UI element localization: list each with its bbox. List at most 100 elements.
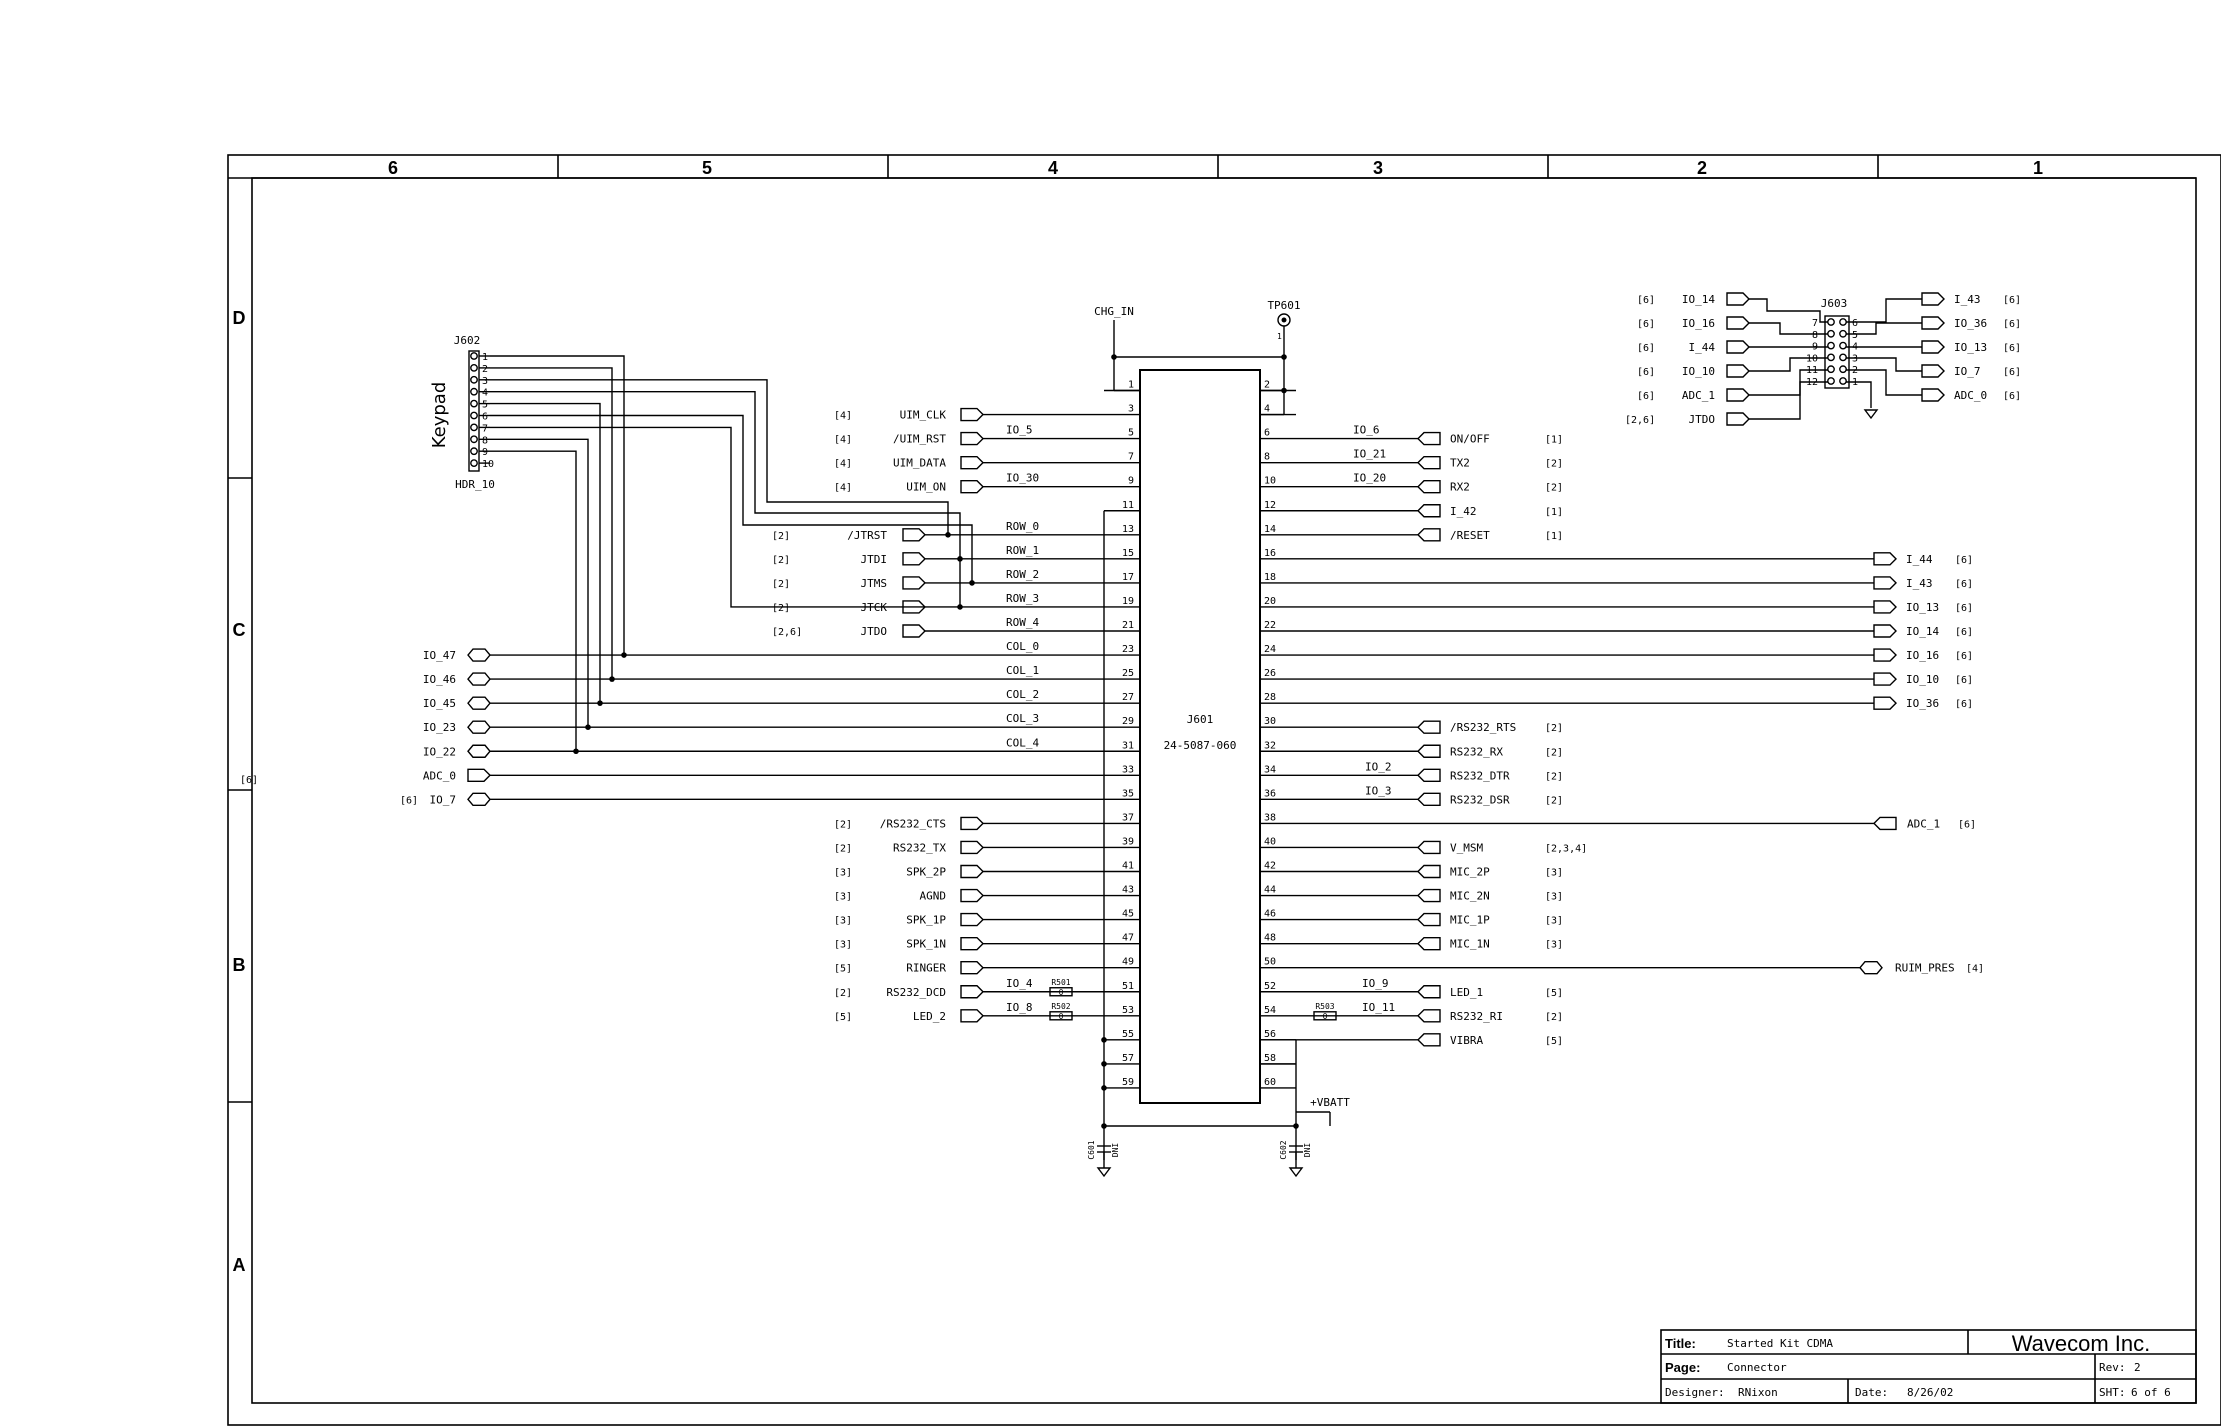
keypad-col-wire	[490, 438, 589, 728]
j601-pin-number: 4	[1264, 404, 1270, 415]
port-name: /UIM_RST	[893, 433, 946, 446]
sheet-ref: [3]	[834, 940, 852, 951]
j601-pin-number: 60	[1264, 1077, 1276, 1088]
j603-wire	[1846, 322, 1922, 335]
net-labels: UIM_CLK[4]/UIM_RST[4]IO_5UIM_DATA[4]UIM_…	[400, 293, 2021, 1160]
net-label: COL_0	[1006, 640, 1039, 653]
jtag-port-jtck	[902, 600, 926, 614]
sheet-ref: [6]	[1637, 343, 1655, 354]
j601-pin-number: 10	[1264, 476, 1276, 487]
sheet-ref: [2]	[1545, 771, 1563, 782]
sheet-ref: [1]	[1545, 531, 1563, 542]
port-name: RX2	[1450, 481, 1470, 494]
j601-pin-number: 53	[1122, 1005, 1134, 1016]
zone-label: B	[233, 955, 246, 975]
port-name: I_43	[1906, 577, 1933, 590]
junction-dot	[585, 724, 591, 730]
sheet-ref: [6]	[1637, 367, 1655, 378]
j601-pin-number: 52	[1264, 981, 1276, 992]
j603-pin-number: 3	[1852, 353, 1858, 364]
j601-pin-number: 24	[1264, 644, 1276, 655]
j601-pin-number: 56	[1264, 1029, 1276, 1040]
j601-pin-number: 23	[1122, 644, 1134, 655]
j601-ref: J601	[1187, 713, 1214, 726]
port-name: MIC_1P	[1450, 914, 1490, 927]
sheet-ref: [6]	[1637, 295, 1655, 306]
j602-ref: J602	[454, 334, 481, 347]
net-label: IO_5	[1006, 424, 1033, 437]
zone-labels-side: D C B A	[233, 308, 246, 1275]
cap-value: DNI	[1303, 1143, 1312, 1158]
left-port-/rs232_cts	[960, 816, 984, 831]
port-name: /RS232_RTS	[1450, 721, 1516, 734]
right-port	[1417, 455, 1441, 470]
port-name: /RESET	[1450, 529, 1490, 542]
keypad-port-io_46	[467, 672, 491, 686]
j601-pin-number: 28	[1264, 692, 1276, 703]
date-value: 8/26/02	[1907, 1386, 1953, 1399]
date-label: Date:	[1855, 1386, 1888, 1399]
right-port	[1417, 744, 1441, 758]
port-name: /JTRST	[847, 529, 887, 542]
port-name: RS232_RX	[1450, 745, 1503, 758]
junction-dot	[969, 580, 975, 586]
j603-pin	[1839, 329, 1847, 338]
j603-pin-number: 4	[1852, 342, 1858, 353]
sheet-ref: [2]	[772, 603, 790, 614]
j601-pin-number: 34	[1264, 764, 1276, 775]
j603-pin	[1827, 318, 1835, 326]
left-port-/uim_rst	[960, 431, 984, 446]
keypad-row-wire	[490, 414, 973, 583]
port-name: ADC_1	[1907, 817, 1940, 830]
port-name: ADC_0	[423, 769, 456, 782]
left-port-uim_on	[960, 480, 984, 494]
junction-dot	[1101, 1037, 1107, 1043]
j601-pin-number: 21	[1122, 620, 1134, 631]
port-name: MIC_2P	[1450, 866, 1490, 879]
keypad-col-wire	[490, 450, 577, 752]
port-name: TX2	[1450, 457, 1470, 470]
j603-pin	[1839, 377, 1847, 385]
j603-wire	[1749, 322, 1828, 335]
port-name: UIM_ON	[906, 481, 946, 494]
tp601-pin: 1	[1277, 332, 1282, 341]
port-name: /RS232_CTS	[880, 817, 946, 830]
right-port	[1417, 431, 1441, 446]
zone-label: 1	[2033, 158, 2043, 178]
port-name: IO_14	[1682, 293, 1715, 306]
sheet-ref: [5]	[834, 1012, 852, 1023]
sheet-ref: [6]	[2003, 295, 2021, 306]
right-port	[1417, 480, 1441, 494]
j601-pin-number: 37	[1122, 812, 1134, 823]
left-port-rs232_tx	[960, 840, 984, 855]
junction-dot	[609, 676, 615, 682]
sheet-ref: [4]	[834, 411, 852, 422]
j602-part: HDR_10	[455, 478, 495, 491]
right-port	[1417, 864, 1441, 879]
j602-pin	[470, 363, 478, 372]
net-label: IO_2	[1365, 760, 1392, 773]
cap-value: DNI	[1111, 1143, 1120, 1158]
j601-pin-number: 55	[1122, 1029, 1134, 1040]
j601-pin-number: 40	[1264, 836, 1276, 847]
j603-pin-number: 8	[1812, 330, 1818, 341]
sheet-ref: [3]	[1545, 940, 1563, 951]
sheet-frame	[227, 154, 2221, 1426]
j601-part: 24-5087-060	[1164, 739, 1237, 752]
ports	[467, 292, 1945, 1047]
j603-wire	[1749, 357, 1828, 372]
left-port-spk_1n	[960, 936, 984, 951]
j601-pin-number: 26	[1264, 668, 1276, 679]
port-name: IO_16	[1682, 317, 1715, 330]
port-name: RS232_RI	[1450, 1010, 1503, 1023]
j601-pin-number: 29	[1122, 716, 1134, 727]
port-name: IO_36	[1954, 317, 1987, 330]
j602-pin-number: 7	[482, 423, 488, 434]
sheet-ref: [6]	[1955, 555, 1973, 566]
j603-right-port	[1921, 316, 1945, 330]
port-name: UIM_CLK	[900, 409, 947, 422]
j602-pin-number: 8	[482, 435, 488, 446]
ruim-pres-port	[1859, 961, 1883, 975]
designer-label: Designer:	[1665, 1386, 1725, 1399]
